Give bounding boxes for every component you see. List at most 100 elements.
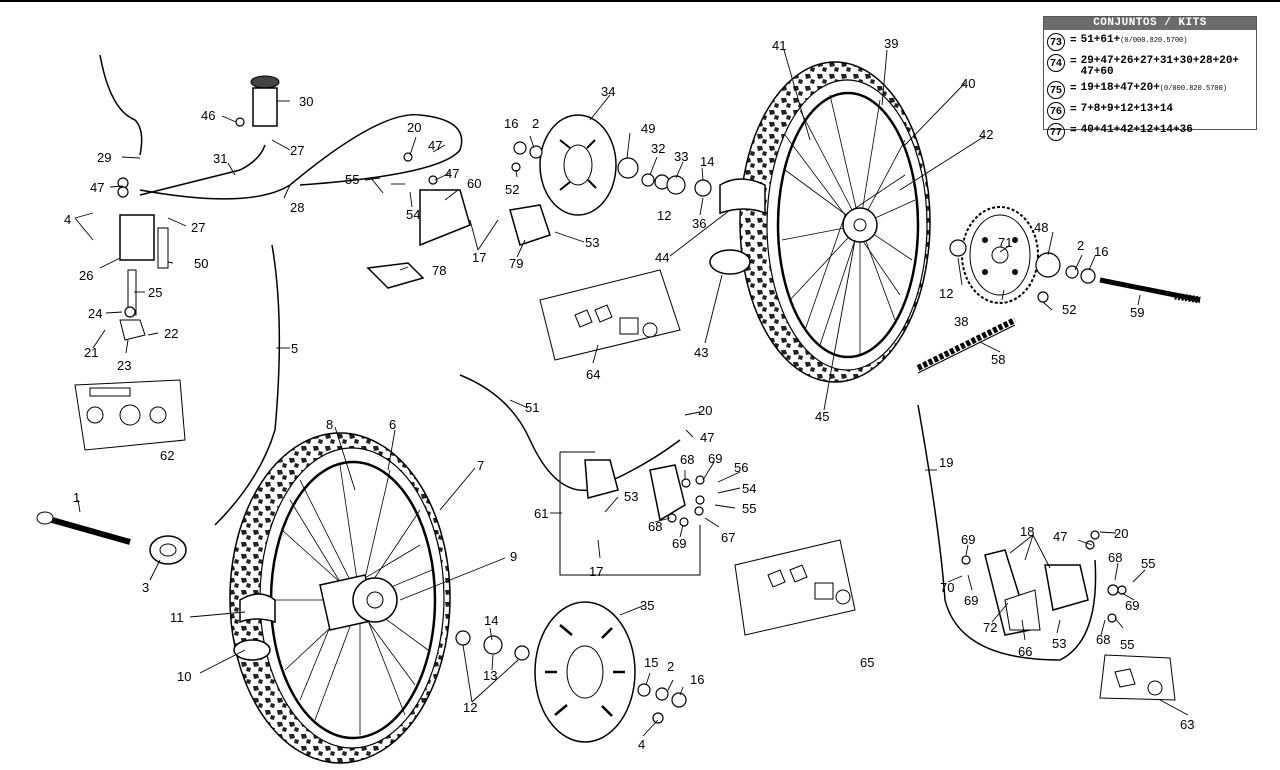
- callout-55: 55: [742, 501, 756, 516]
- callout-43: 43: [694, 345, 708, 360]
- kit-box-63: [1099, 654, 1176, 701]
- callout-62: 62: [160, 448, 174, 463]
- callout-7: 7: [477, 458, 484, 473]
- kit-equals: =: [1070, 104, 1077, 116]
- callout-6: 6: [389, 417, 396, 432]
- callout-69: 69: [964, 593, 978, 608]
- rear-rim-tape: [709, 249, 751, 275]
- callout-16: 16: [1094, 244, 1108, 259]
- callout-17: 17: [589, 564, 603, 579]
- kit-parts: 29+47+26+27+31+30+28+20+47+60: [1080, 55, 1240, 78]
- rear-wheel: [709, 61, 931, 383]
- callout-26: 26: [79, 268, 93, 283]
- callout-20: 20: [698, 403, 712, 418]
- callout-51: 51: [525, 400, 539, 415]
- callout-66: 66: [1018, 644, 1032, 659]
- rear-axle: [1099, 277, 1201, 304]
- kit-number: 75: [1047, 81, 1065, 99]
- rear-tube-fold: [719, 178, 766, 215]
- callout-20: 20: [407, 120, 421, 135]
- callout-63: 63: [1180, 717, 1194, 732]
- kit-box-64: [539, 269, 681, 361]
- kit-parts: 7+8+9+12+13+14: [1080, 103, 1174, 115]
- callout-55: 55: [1120, 637, 1134, 652]
- brake-lines: [99, 54, 1097, 661]
- callout-33: 33: [674, 149, 688, 164]
- callout-54: 54: [742, 481, 756, 496]
- leader-lines: [74, 49, 1189, 737]
- kit-box-62: [74, 379, 186, 451]
- callout-70: 70: [940, 580, 954, 595]
- callout-69: 69: [672, 536, 686, 551]
- rear-brake-disc: [539, 114, 617, 216]
- callout-2: 2: [532, 116, 539, 131]
- callout-11: 11: [170, 610, 184, 625]
- kit-reference: (0/000.820.5700): [1159, 85, 1228, 93]
- kit-equals: =: [1070, 125, 1077, 137]
- callout-68: 68: [1108, 550, 1122, 565]
- callout-38: 38: [954, 314, 968, 329]
- callout-31: 31: [213, 151, 227, 166]
- callout-16: 16: [504, 116, 518, 131]
- callout-39: 39: [884, 36, 898, 51]
- callout-2: 2: [1077, 238, 1084, 253]
- front-tube-fold: [239, 593, 276, 624]
- callout-68: 68: [680, 452, 694, 467]
- kit-parts: 51+61+: [1080, 34, 1121, 46]
- callout-47: 47: [90, 180, 104, 195]
- kit-formula: 7+8+9+12+13+14: [1081, 104, 1241, 115]
- callout-25: 25: [148, 285, 162, 300]
- callout-35: 35: [640, 598, 654, 613]
- callout-68: 68: [1096, 632, 1110, 647]
- callout-5: 5: [291, 341, 298, 356]
- callout-64: 64: [586, 367, 600, 382]
- callout-44: 44: [655, 250, 669, 265]
- legend-title: CONJUNTOS / KITS: [1044, 17, 1256, 30]
- callout-49: 49: [641, 121, 655, 136]
- callout-18: 18: [1020, 524, 1034, 539]
- kit-row-76: 76 = 7+8+9+12+13+14: [1044, 102, 1256, 120]
- callout-60: 60: [467, 176, 481, 191]
- kit-number: 74: [1047, 54, 1065, 72]
- callout-42: 42: [979, 127, 993, 142]
- front-wheel: [229, 432, 451, 764]
- callout-53: 53: [585, 235, 599, 250]
- speedometer-drive: [149, 535, 187, 565]
- callout-47: 47: [1053, 529, 1067, 544]
- callout-71: 71: [998, 235, 1012, 250]
- callout-32: 32: [651, 141, 665, 156]
- callout-12: 12: [463, 700, 477, 715]
- callout-3: 3: [142, 580, 149, 595]
- small-parts: [117, 117, 1127, 724]
- callout-12: 12: [657, 208, 671, 223]
- kit-equals: =: [1070, 83, 1077, 95]
- callout-41: 41: [772, 38, 786, 53]
- kit-number: 76: [1047, 102, 1065, 120]
- front-rim-tape: [233, 639, 271, 661]
- callout-labels: 1 2 2 2 3 4 4 5 6 7 8 9 10 11 12 12 12 1…: [64, 36, 1194, 752]
- front-hub-bore: [366, 591, 384, 609]
- callout-15: 15: [644, 655, 658, 670]
- callout-29: 29: [97, 150, 111, 165]
- callout-58: 58: [991, 352, 1005, 367]
- callout-67: 67: [721, 530, 735, 545]
- callout-2: 2: [667, 659, 674, 674]
- rear-sprocket: [961, 206, 1039, 304]
- rear-rim: [776, 91, 920, 359]
- callout-79: 79: [509, 256, 523, 271]
- kit-row-75: 75 = 19+18+47+20+(0/000.820.5700): [1044, 81, 1256, 99]
- callout-24: 24: [88, 306, 102, 321]
- callout-23: 23: [117, 358, 131, 373]
- callout-12: 12: [939, 286, 953, 301]
- callout-27: 27: [290, 143, 304, 158]
- callout-4: 4: [638, 737, 645, 752]
- kit-box-65: [734, 539, 856, 636]
- kit-row-77: 77 = 40+41+42+12+14+36: [1044, 123, 1256, 141]
- kit-row-73: 73 = 51+61+(0/000.820.5700): [1044, 33, 1256, 51]
- callout-10: 10: [177, 669, 191, 684]
- callout-13: 13: [483, 668, 497, 683]
- kit-equals: =: [1070, 56, 1077, 68]
- callout-36: 36: [692, 216, 706, 231]
- kit-formula: 19+18+47+20+(0/000.820.5700): [1081, 83, 1241, 95]
